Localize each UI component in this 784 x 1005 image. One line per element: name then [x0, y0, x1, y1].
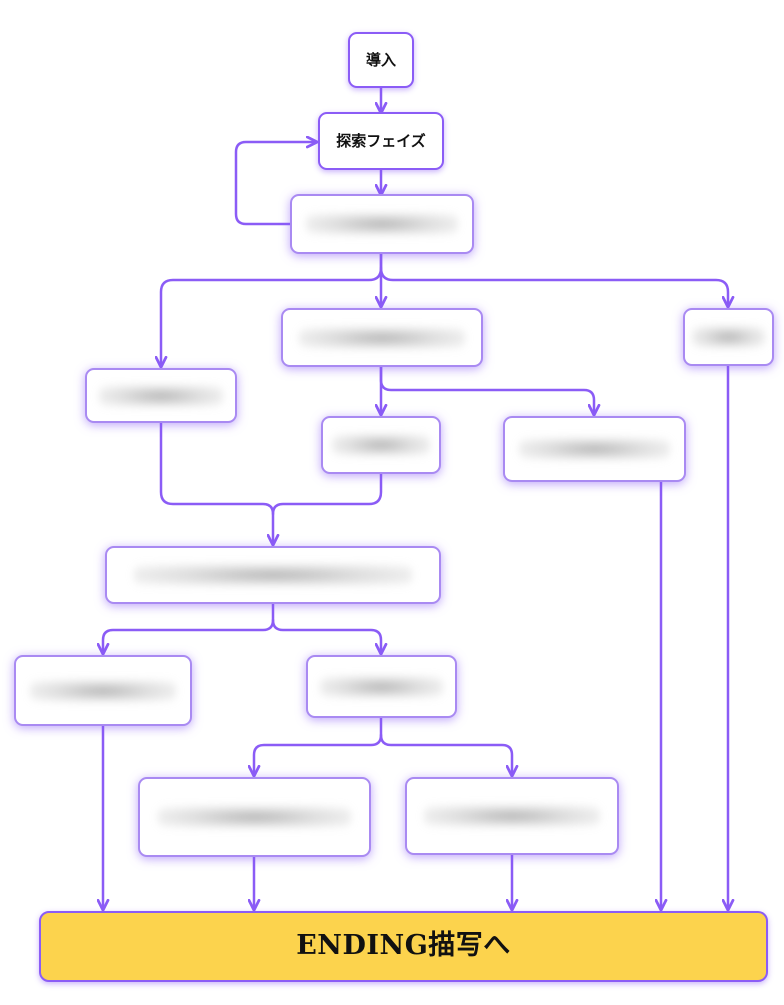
node-redacted-branch-center	[281, 308, 483, 367]
redacted-text	[292, 196, 472, 252]
node-redacted-bottom-right	[405, 777, 619, 855]
edge-lower-left	[254, 716, 383, 775]
redacted-text	[323, 418, 439, 472]
edge-loop-back	[234, 142, 316, 226]
redacted-text	[685, 310, 772, 364]
redacted-text	[308, 657, 455, 716]
edge-lower-right	[379, 733, 512, 775]
node-ending: ENDING描写へ	[39, 911, 768, 982]
node-redacted-branch-left	[85, 368, 237, 423]
node-intro-label: 導入	[365, 51, 396, 69]
edge-wide-right	[271, 618, 381, 653]
node-explore-phase: 探索フェイズ	[318, 112, 444, 170]
node-redacted-sub-right	[503, 416, 686, 482]
edge-merge-left	[159, 421, 273, 544]
node-redacted-lower-left	[14, 655, 192, 726]
node-intro: 導入	[348, 32, 414, 88]
redacted-text	[407, 779, 617, 853]
node-explore-phase-label: 探索フェイズ	[336, 132, 426, 150]
redacted-text	[107, 548, 439, 602]
node-redacted-sub-left	[321, 416, 441, 474]
redacted-text	[87, 370, 235, 421]
node-redacted-merge	[105, 546, 441, 604]
redacted-text	[140, 779, 369, 855]
node-redacted-lower-center	[306, 655, 457, 718]
edge-check-right	[379, 266, 728, 306]
edge-wide-left	[103, 602, 275, 653]
redacted-text	[16, 657, 190, 724]
node-redacted-branch-right	[683, 308, 774, 366]
redacted-text	[283, 310, 481, 365]
node-redacted-bottom-left	[138, 777, 371, 857]
redacted-text	[505, 418, 684, 480]
edge-merge-right	[271, 472, 383, 516]
node-redacted-check	[290, 194, 474, 254]
node-ending-label: ENDING描写へ	[296, 930, 511, 962]
edge-mid-right	[379, 365, 594, 414]
